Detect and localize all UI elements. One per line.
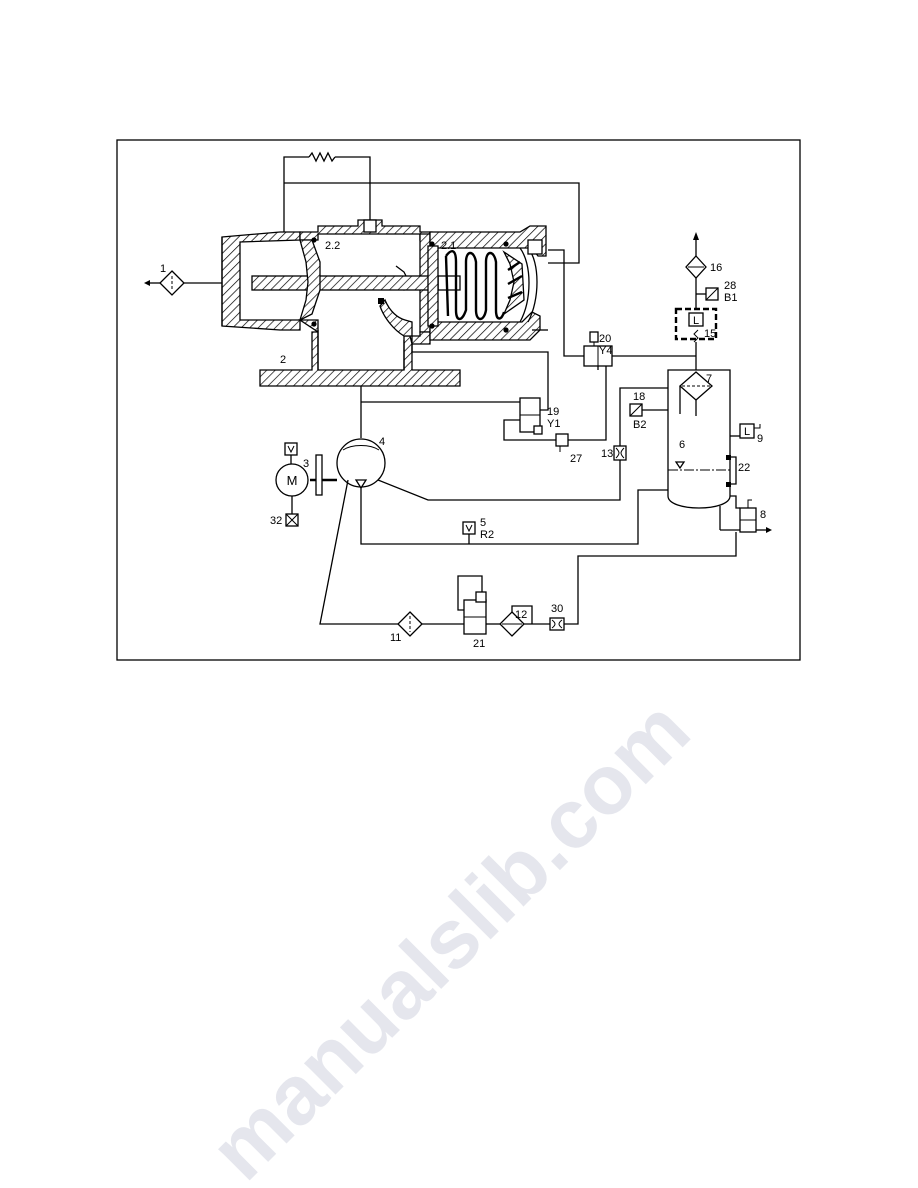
separator-tank: [667, 369, 737, 509]
label-22: 22: [738, 462, 750, 474]
label-2-2: 2.2: [325, 240, 340, 252]
restrictor-30-icon: [549, 617, 565, 631]
level-switch-15-symbol: L: [693, 315, 699, 327]
restrictor-13: [377, 387, 668, 501]
pressure-sensor-b2: [629, 403, 668, 417]
label-27: 27: [570, 453, 582, 465]
label-2-1: 2.1: [441, 240, 456, 252]
label-16: 16: [710, 262, 722, 274]
level-switch-9-symbol: L: [744, 426, 750, 438]
oil-return-circuit: [397, 532, 737, 637]
label-5: 5: [480, 517, 486, 529]
label-3: 3: [303, 458, 309, 470]
label-13: 13: [601, 448, 613, 460]
motor-symbol: M: [287, 473, 298, 488]
solenoid-valve-y1: [361, 344, 607, 452]
label-19: 19: [547, 406, 559, 418]
label-12: 12: [515, 609, 527, 621]
label-6: 6: [679, 439, 685, 451]
label-30: 30: [551, 603, 563, 615]
drain-valve-8: [719, 495, 772, 533]
unloader-valve-body: [221, 219, 548, 387]
label-15: 15: [704, 328, 716, 340]
label-b2: B2: [633, 419, 646, 431]
label-21: 21: [473, 638, 485, 650]
solenoid-valve-y4: [548, 249, 696, 370]
label-1: 1: [160, 263, 166, 275]
temperature-sensor-r2-icon: [462, 521, 476, 535]
air-inlet-filter: [144, 270, 222, 296]
label-8: 8: [760, 509, 766, 521]
label-y4: Y4: [599, 345, 612, 357]
label-r2: R2: [480, 529, 494, 541]
oil-lines: [319, 479, 668, 625]
label-y1: Y1: [547, 418, 560, 430]
level-switch-9: [730, 423, 761, 439]
label-20: 20: [599, 333, 611, 345]
thermal-protection-icon: [284, 442, 298, 456]
label-b1: B1: [724, 292, 737, 304]
label-32: 32: [270, 515, 282, 527]
component-labels: 1 2 2.1 2.2 3 4 5 R2 6 7 8 9 11 12 13 15…: [160, 240, 766, 650]
label-18: 18: [633, 391, 645, 403]
compressor-unit: [275, 386, 386, 527]
diagram-frame: [116, 139, 801, 661]
label-28: 28: [724, 280, 736, 292]
pressure-switch-27-icon: [555, 433, 569, 447]
label-11: 11: [390, 632, 401, 644]
label-9: 9: [757, 433, 763, 445]
outlet-line: [674, 232, 719, 370]
compression-spring-icon: [444, 250, 523, 321]
label-7: 7: [706, 373, 712, 385]
separator-vessel-icon: [667, 369, 731, 509]
label-2: 2: [280, 354, 286, 366]
label-4: 4: [379, 436, 385, 448]
watermark-text: manualslib.com: [192, 682, 707, 1188]
